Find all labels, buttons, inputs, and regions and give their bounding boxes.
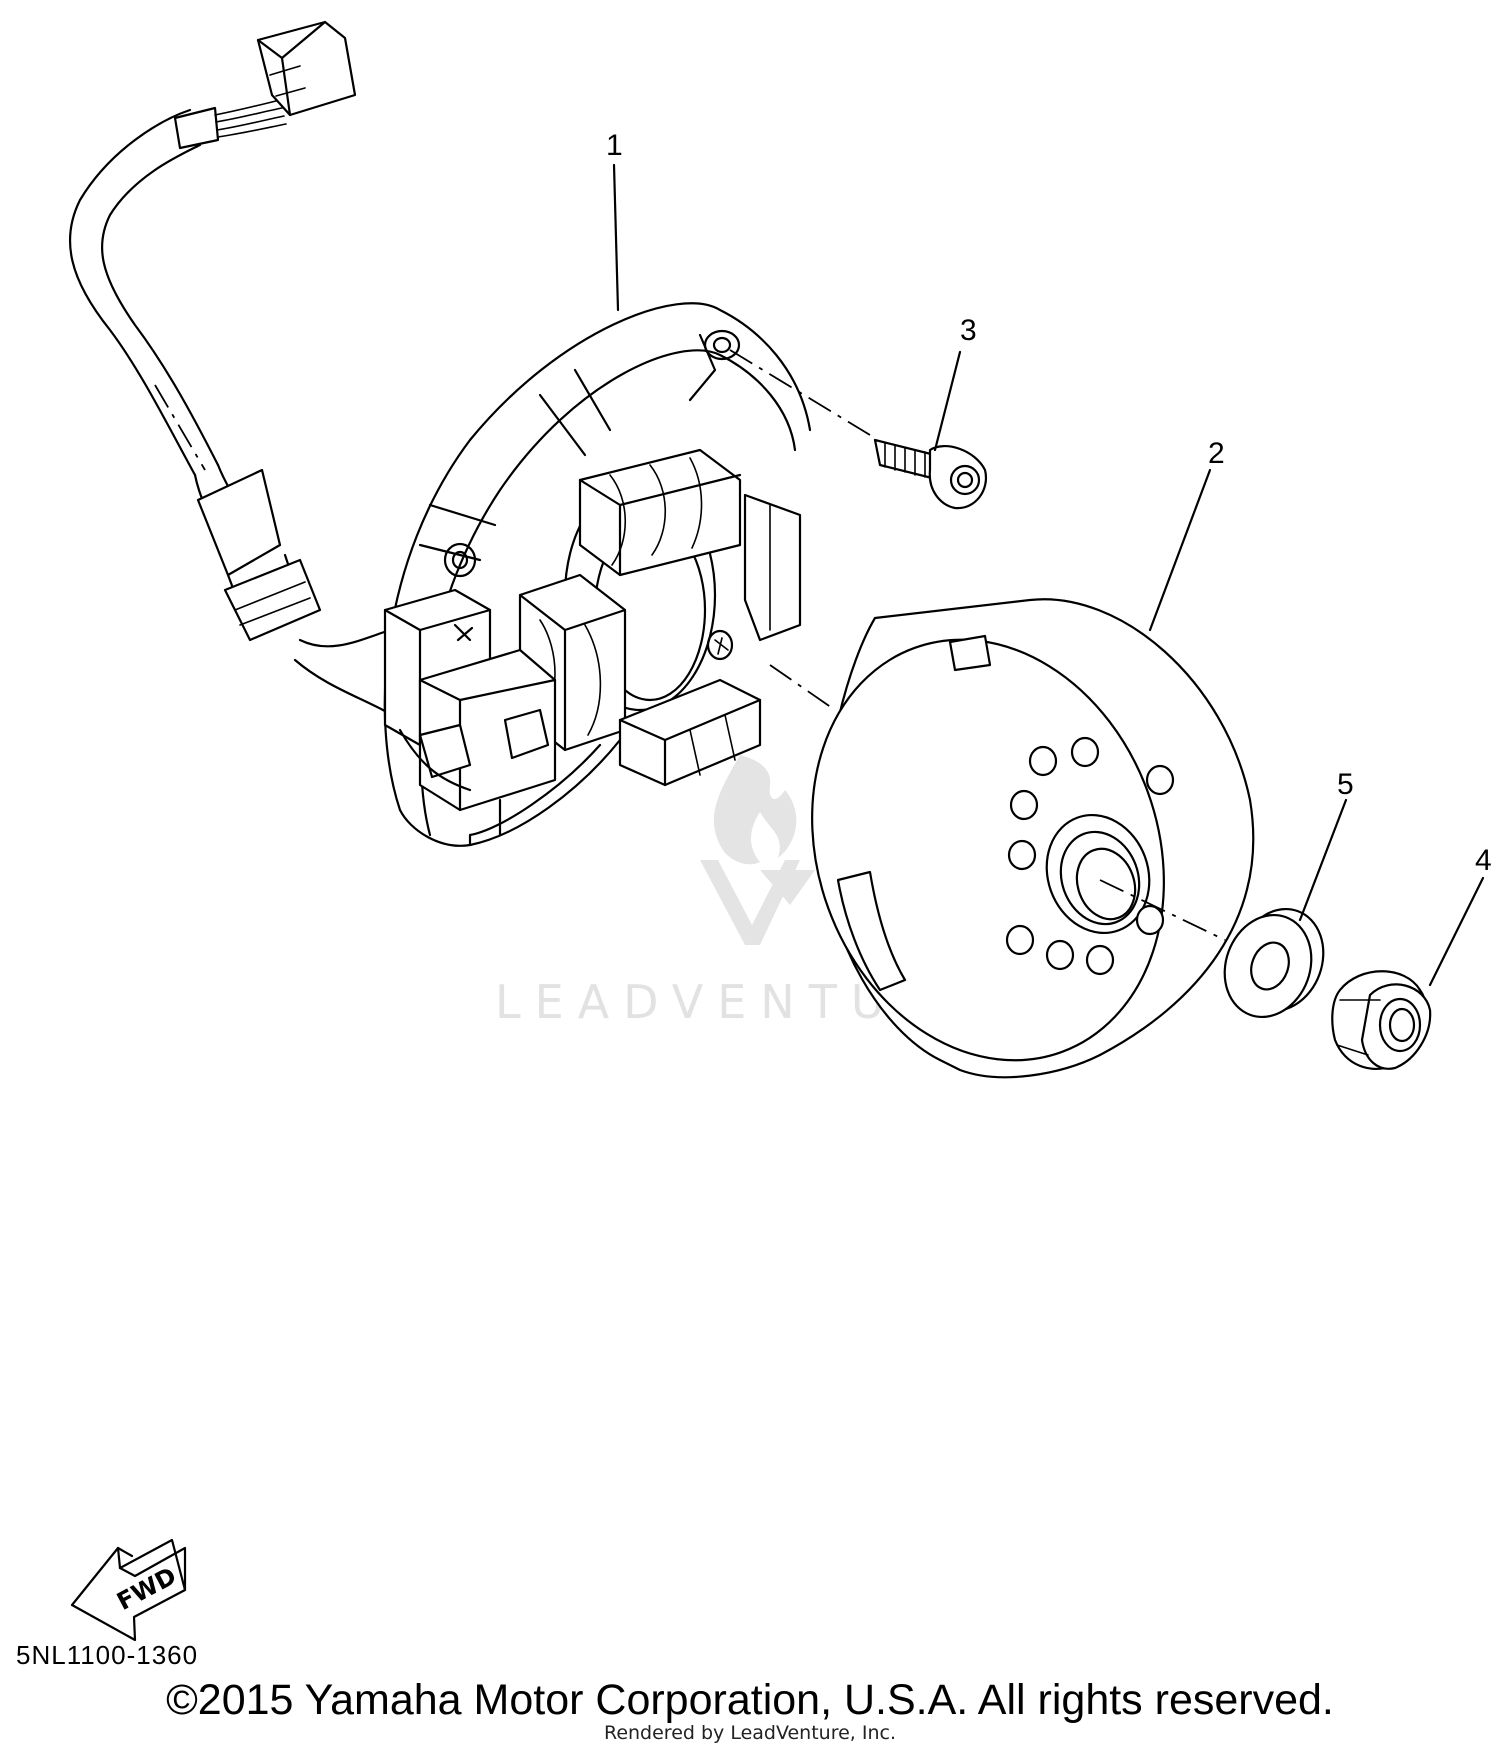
washer <box>1223 907 1325 1019</box>
copyright-notice: ©2015 Yamaha Motor Corporation, U.S.A. A… <box>166 1676 1334 1724</box>
wire-harness <box>68 20 402 722</box>
leader-5 <box>1298 798 1348 922</box>
leader-2 <box>1148 468 1212 632</box>
leader-1 <box>612 163 620 312</box>
callout-4: 4 <box>1475 844 1492 877</box>
callout-3: 3 <box>960 314 977 347</box>
bolt <box>873 438 988 510</box>
leader-stator-to-rotor <box>769 664 836 711</box>
rendered-by-notice: Rendered by LeadVenture, Inc. <box>603 1722 897 1744</box>
stator-assembly <box>383 302 812 847</box>
callout-1: 1 <box>606 129 623 162</box>
diagram-code: 5NL1100-1360 <box>16 1640 199 1670</box>
callout-2: 2 <box>1208 437 1225 470</box>
rotor-flywheel <box>811 598 1255 1079</box>
watermark-logo <box>700 755 815 945</box>
connector-plug <box>256 20 357 117</box>
nut <box>1331 970 1432 1070</box>
leader-3 <box>933 350 962 452</box>
leader-rotor-to-washer <box>1099 879 1226 941</box>
fwd-arrow-icon: FWD <box>70 1538 187 1642</box>
leader-bolt-to-stator <box>729 349 871 436</box>
leader-4 <box>1428 876 1485 987</box>
callout-5: 5 <box>1337 768 1354 801</box>
